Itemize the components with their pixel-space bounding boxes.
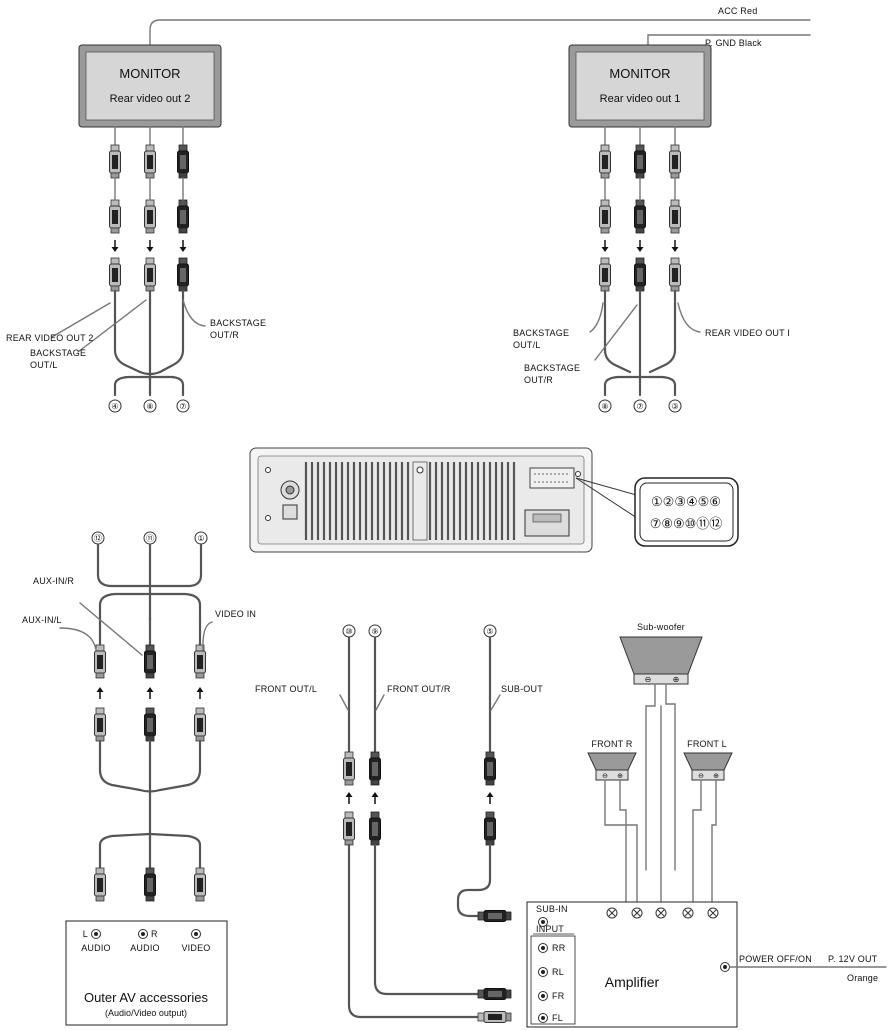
av-audio-l-label: AUDIO (81, 943, 111, 953)
rear-video-out-2-label: REAR VIDEO OUT 2 (6, 333, 94, 343)
left-backstage-l-line1: BACKSTAGE (30, 348, 86, 358)
left-backstage-r-line1: BACKSTAGE (210, 318, 266, 328)
sub-out-label: SUB-OUT (501, 684, 543, 694)
av-r-label: R (151, 929, 158, 939)
pin-7: ⑦ (636, 402, 643, 411)
pinout-row-2: ⑦⑧⑨⑩⑪⑫ (650, 516, 723, 531)
right-backstage-l-line1: BACKSTAGE (513, 328, 569, 338)
pin-12: ⑫ (94, 534, 102, 543)
svg-text:⊖: ⊖ (698, 773, 704, 780)
monitor-right-subtitle: Rear video out 1 (600, 93, 681, 105)
left-backstage-l-line2: OUT/L (30, 360, 58, 370)
svg-text:⊖: ⊖ (645, 675, 652, 684)
outer-av-subtitle: (Audio/Video output) (105, 1008, 187, 1018)
right-pin-labels: ⑧ ⑦ ③ (598, 399, 682, 413)
pin-11: ⑪ (146, 534, 154, 543)
av-video-label: VIDEO (181, 943, 210, 953)
front-r-label: FRONT R (591, 739, 633, 749)
monitor-left-subtitle: Rear video out 2 (110, 93, 191, 105)
input-label: INPUT (536, 924, 564, 934)
svg-text:⊕: ⊕ (713, 773, 719, 780)
amplifier-title: Amplifier (605, 974, 660, 990)
left-monitor-cables: REAR VIDEO OUT 2 BACKSTAGE OUT/L BACKSTA… (6, 126, 266, 413)
aux-input-cables: ⑫ ⑪ ① AUX-IN/R AUX-IN/L VIDEO IN (22, 531, 256, 902)
orange-wire-label: Orange (847, 973, 878, 983)
monitor-left: MONITOR Rear video out 2 (78, 44, 222, 128)
speakers: Sub-woofer ⊖ ⊕ FRONT R ⊖ ⊕ FRONT L ⊖ ⊕ (587, 622, 733, 906)
subwoofer-label: Sub-woofer (637, 622, 685, 632)
front-l-label: FRONT L (687, 739, 727, 749)
pin-8: ⑧ (601, 402, 608, 411)
right-backstage-r-line2: OUT/R (524, 375, 553, 385)
aux-in-r-label: AUX-IN/R (33, 576, 74, 586)
input-fl-label: FL (552, 1013, 563, 1023)
p12v-out-label: P. 12V OUT (828, 954, 878, 964)
aux-pin-labels: ⑫ ⑪ ① (91, 531, 208, 545)
pinout-callout: ①②③④⑤⑥ ⑦⑧⑨⑩⑪⑫ (634, 477, 739, 547)
sub-in-label: SUB-IN (536, 904, 568, 914)
right-backstage-r-line1: BACKSTAGE (524, 363, 580, 373)
pin-5: ⑤ (486, 627, 493, 636)
pin-7: ⑦ (179, 402, 186, 411)
left-backstage-r-line2: OUT/R (210, 330, 239, 340)
gnd-wire-label: P. GND Black (705, 38, 762, 48)
svg-text:⊖: ⊖ (602, 773, 608, 780)
monitor-left-title: MONITOR (119, 66, 180, 81)
input-rr-label: RR (552, 943, 566, 953)
pin-9: ⑨ (371, 627, 378, 636)
monitor-right-title: MONITOR (609, 66, 670, 81)
video-in-label: VIDEO IN (215, 609, 256, 619)
front-out-l-label: FRONT OUT/L (255, 684, 317, 694)
acc-wire-label: ACC Red (718, 6, 757, 16)
right-backstage-l-line2: OUT/L (513, 340, 541, 350)
front-pin-labels: ⑩ ⑨ ⑤ (342, 624, 497, 638)
av-audio-r-label: AUDIO (130, 943, 160, 953)
monitor-right: MONITOR Rear video out 1 (568, 44, 712, 128)
pin-3: ③ (671, 402, 678, 411)
amplifier: SUB-IN INPUT RR RL FR FL Amplifier POWER… (526, 901, 887, 1028)
aux-in-l-label: AUX-IN/L (22, 615, 62, 625)
front-output-cables: ⑩ ⑨ ⑤ FRONT OUT/L FRONT OUT/R SUB-OUT (255, 624, 543, 1023)
right-monitor-cables: BACKSTAGE OUT/L BACKSTAGE OUT/R REAR VID… (513, 126, 790, 413)
front-out-r-label: FRONT OUT/R (387, 684, 451, 694)
av-l-label: L (83, 929, 88, 939)
svg-text:⊕: ⊕ (617, 773, 623, 780)
power-off-on-label: POWER OFF/ON (739, 954, 812, 964)
input-fr-label: FR (552, 991, 565, 1001)
rear-video-out-1-label: REAR VIDEO OUT I (705, 328, 790, 338)
pin-1: ① (197, 534, 204, 543)
svg-text:⊕: ⊕ (673, 675, 680, 684)
outer-av-accessories: L R AUDIO AUDIO VIDEO Outer AV accessori… (65, 920, 228, 1026)
left-pin-labels: ④ ⑧ ⑦ (108, 399, 190, 413)
pin-4: ④ (111, 402, 118, 411)
outer-av-title: Outer AV accessories (84, 990, 209, 1005)
pinout-row-1: ①②③④⑤⑥ (651, 494, 721, 509)
head-unit-rear (249, 447, 641, 553)
pin-8: ⑧ (146, 402, 153, 411)
input-rl-label: RL (552, 967, 564, 977)
heatsink-fins (304, 462, 516, 540)
pin-10: ⑩ (345, 627, 352, 636)
power-wires: ACC Red P. GND Black (149, 6, 811, 48)
